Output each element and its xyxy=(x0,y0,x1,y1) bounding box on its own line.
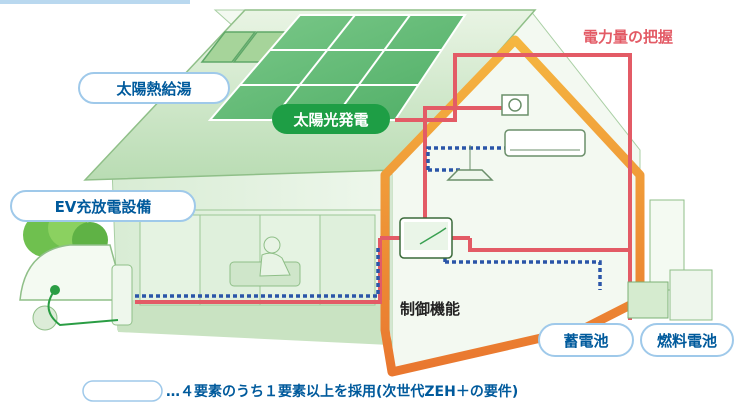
interior-frame xyxy=(380,35,645,377)
fuel-cell-label: 燃料電池 xyxy=(640,323,734,357)
pv-label: 太陽光発電 xyxy=(272,104,390,134)
sofa-person xyxy=(229,236,301,287)
appliances xyxy=(399,94,713,321)
ev-car-and-trees xyxy=(19,208,133,331)
control-label: 制御機能 xyxy=(400,300,461,318)
legend-text: …４要素のうち１要素以上を採用(次世代ZEH＋の要件) xyxy=(166,384,519,400)
pv-array xyxy=(207,14,467,121)
ev-charger-label: EV充放電設備 xyxy=(10,190,196,222)
power-lines xyxy=(135,53,632,320)
storage-battery-label: 蓄電池 xyxy=(538,323,634,357)
legend-pill-sample xyxy=(82,380,163,402)
solar-thermal-label: 太陽熱給湯 xyxy=(78,72,230,104)
top-accent-bar xyxy=(0,0,190,4)
glass-doors xyxy=(139,214,376,306)
power-monitor-label: 電力量の把握 xyxy=(583,28,674,46)
